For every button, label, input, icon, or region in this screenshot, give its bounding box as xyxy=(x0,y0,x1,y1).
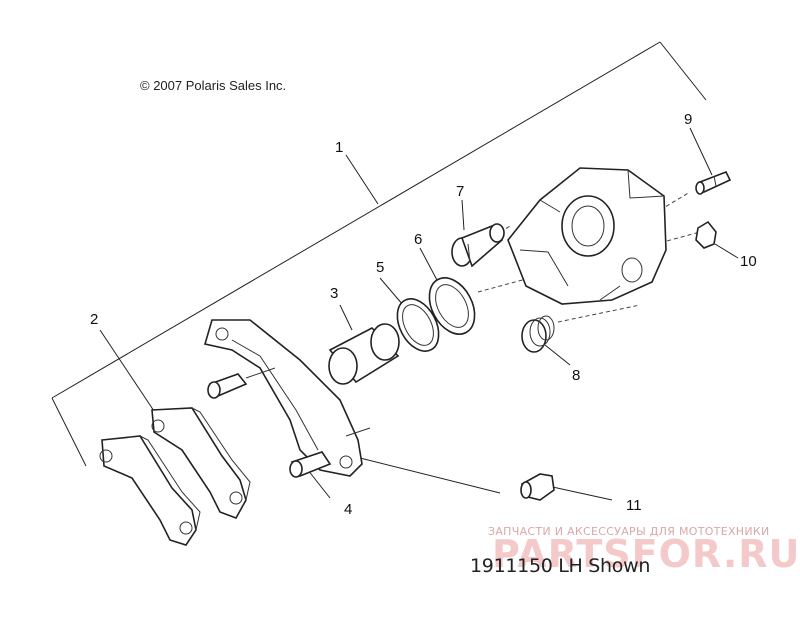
leader-lines xyxy=(99,127,739,501)
assembly-bracket xyxy=(51,41,707,467)
mounting-bolt xyxy=(520,473,555,501)
callout-8: 8 xyxy=(572,367,580,384)
caliper-housing xyxy=(507,167,667,305)
diagram-caption: 1911150 LH Shown xyxy=(470,555,651,577)
slide-pin-boot xyxy=(451,223,505,268)
callout-labels: 1 2 3 4 5 6 7 8 9 10 11 xyxy=(90,111,757,518)
callout-10: 10 xyxy=(740,253,757,270)
callout-5: 5 xyxy=(376,259,384,276)
watermark-logo: PARTSFOR.RU xyxy=(492,532,800,576)
callout-9: 9 xyxy=(684,111,692,128)
copyright-notice: © 2007 Polaris Sales Inc. xyxy=(140,78,287,93)
callout-1: 1 xyxy=(335,139,343,156)
piston-seal xyxy=(396,298,440,352)
callout-11: 11 xyxy=(626,497,642,514)
pin-boot xyxy=(521,315,555,353)
callout-7: 7 xyxy=(456,183,464,200)
dust-seal xyxy=(428,277,476,335)
brake-pads xyxy=(99,407,251,546)
watermark-tagline: ЗАПЧАСТИ И АКСЕССУАРЫ ДЛЯ МОТОТЕХНИКИ xyxy=(488,525,770,538)
callout-4: 4 xyxy=(344,501,352,518)
bleeder-cap xyxy=(695,220,717,249)
callout-2: 2 xyxy=(90,311,98,328)
caliper-bracket xyxy=(203,319,371,478)
callout-6: 6 xyxy=(414,231,422,248)
bleeder-valve xyxy=(695,170,732,195)
piston xyxy=(328,323,400,385)
callout-3: 3 xyxy=(330,285,338,302)
